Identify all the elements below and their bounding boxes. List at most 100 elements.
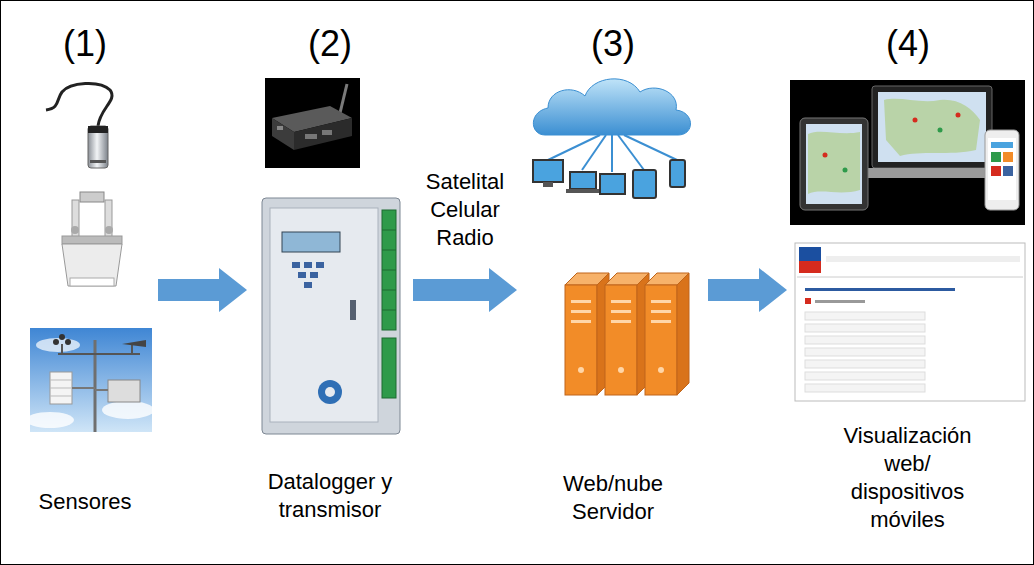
pressure-sensor	[46, 83, 112, 168]
weather-station-photo-part	[108, 380, 140, 402]
radar-sensor-part	[71, 226, 79, 234]
webpage-screenshot-part	[805, 288, 955, 291]
flow-arrow	[708, 268, 787, 312]
datalogger-enclosure-part	[350, 300, 356, 320]
server-icons-part	[605, 285, 637, 395]
datalogger-enclosure-part	[316, 262, 324, 268]
transmitter-photo-part	[340, 84, 347, 113]
webpage-screenshot-part	[826, 256, 1020, 262]
stage-column: (1)Sensores	[15, 10, 155, 555]
server-icons-part	[578, 367, 584, 373]
radar-sensor-part	[105, 226, 113, 234]
weather-station-photo-part	[95, 389, 108, 391]
weather-station-photo-part	[131, 344, 133, 354]
transmitter-photo-part	[277, 126, 283, 130]
webpage-screenshot-part	[805, 336, 925, 344]
step-caption: Web/nube Servidor	[543, 470, 683, 526]
devices-screenshot-part	[806, 124, 862, 204]
cloud-icon-part	[570, 172, 596, 189]
radar-sensor-part	[80, 192, 104, 202]
server-icons-part	[571, 320, 591, 323]
flow-arrow	[413, 268, 517, 312]
webpage-screenshot-part	[795, 243, 1025, 401]
cloud-icon-part	[533, 79, 690, 135]
transmitter-photo-part	[265, 78, 360, 168]
radar-sensor-part	[62, 236, 122, 244]
datalogger-enclosure-part	[325, 387, 335, 397]
cloud-icon-part	[600, 174, 625, 194]
webpage-screenshot-part	[799, 261, 821, 273]
cloud-icon-part	[670, 160, 685, 187]
devices-screenshot-part	[938, 128, 943, 133]
step-caption: Datalogger y transmisor	[250, 468, 410, 524]
devices-screenshot	[790, 80, 1025, 225]
devices-screenshot-part	[790, 80, 1025, 225]
devices-screenshot-part	[913, 118, 918, 123]
transmitter-photo-part	[294, 118, 352, 150]
radar-sensor-part	[62, 244, 122, 286]
datalogger-enclosure-part	[382, 210, 396, 330]
pressure-sensor-part	[88, 126, 108, 133]
radar-sensor	[62, 192, 122, 286]
link-label: Satelital Celular Radio	[409, 168, 521, 252]
cloud-icon	[533, 79, 691, 198]
weather-station-photo-part	[58, 353, 140, 355]
weather-station-photo-part	[50, 372, 72, 404]
server-icons-part	[611, 320, 631, 323]
cloud-icon-part	[533, 160, 563, 182]
webpage-screenshot	[795, 243, 1025, 401]
devices-screenshot-part	[1003, 166, 1013, 176]
weather-station-photo-part	[72, 387, 95, 389]
flow-arrow	[158, 268, 247, 312]
step-caption: Sensores	[20, 488, 150, 516]
transmitter-photo-part	[272, 118, 294, 150]
server-icons-part	[611, 300, 631, 303]
datalogger-enclosure-part	[262, 198, 400, 434]
datalogger-enclosure-part	[382, 310, 396, 311]
devices-screenshot-part	[823, 153, 828, 158]
stage-column: (2) Datalogger y transmisor	[250, 10, 410, 555]
datalogger-enclosure-part	[382, 230, 396, 231]
server-icons	[565, 273, 689, 395]
webpage-screenshot-part	[805, 384, 925, 392]
devices-screenshot-part	[878, 92, 986, 162]
pressure-sensor-part	[90, 160, 106, 163]
weather-station-photo-part	[65, 339, 71, 345]
weather-station-photo-part	[59, 334, 65, 340]
datalogger-enclosure	[262, 198, 400, 434]
server-icons-part	[565, 285, 597, 395]
webpage-screenshot-part	[815, 300, 865, 303]
weather-station-photo-part	[26, 412, 74, 428]
server-icons-part	[571, 300, 591, 303]
datalogger-enclosure-part	[382, 338, 396, 398]
server-icons-part	[677, 273, 689, 395]
weather-station-photo-part	[50, 380, 72, 381]
stage-column: (4)Visualización web/ dispositivos móvil…	[790, 10, 1025, 555]
server-icons-part	[658, 367, 664, 373]
weather-station-photo-part	[122, 340, 146, 347]
webpage-screenshot-part	[799, 247, 821, 261]
cloud-icon-part	[633, 170, 656, 198]
devices-screenshot-part	[800, 118, 868, 210]
devices-screenshot-part	[843, 168, 848, 173]
weather-station-photo	[26, 328, 154, 432]
server-icons-part	[651, 300, 671, 303]
datalogger-enclosure-part	[382, 250, 396, 251]
cloud-icon-part	[566, 189, 600, 193]
server-icons-part	[645, 285, 677, 395]
radar-sensor-part	[70, 278, 114, 286]
weather-station-photo-part	[102, 401, 154, 419]
datalogger-enclosure-part	[298, 272, 306, 278]
step-number: (2)	[255, 22, 405, 65]
webpage-screenshot-part	[805, 372, 925, 380]
transmitter-photo-part	[322, 130, 332, 135]
server-icons-part	[651, 320, 671, 323]
step-number: (4)	[833, 22, 983, 65]
datalogger-enclosure-part	[282, 232, 340, 252]
weather-station-photo-part	[50, 388, 72, 389]
datalogger-enclosure-part	[382, 270, 396, 271]
devices-screenshot-part	[872, 86, 992, 168]
datalogger-enclosure-part	[292, 262, 300, 268]
